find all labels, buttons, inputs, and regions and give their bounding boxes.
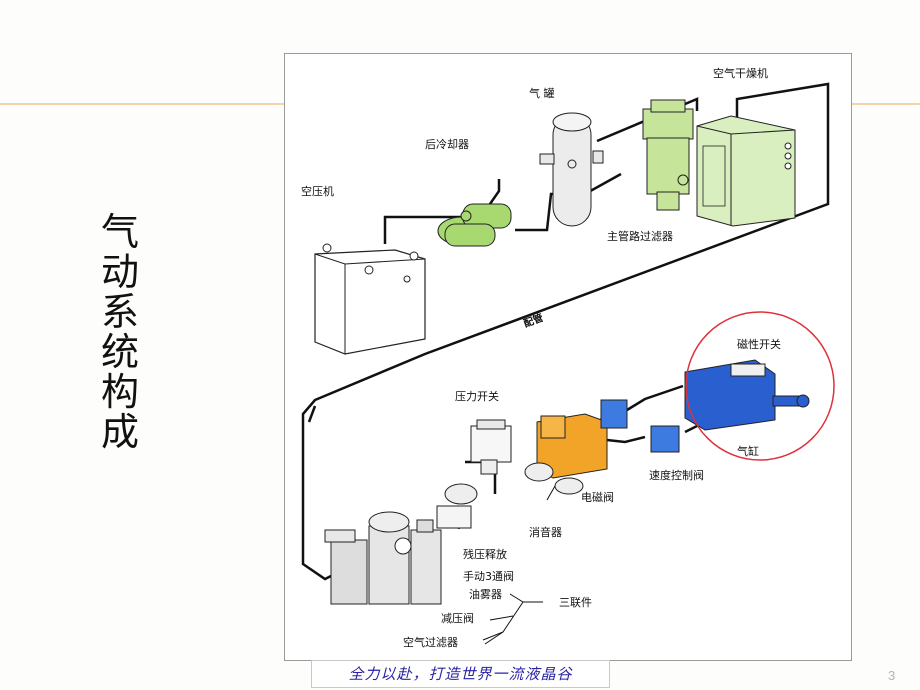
diagram-drawing <box>301 82 835 645</box>
label-aftercooler: 后冷却器 <box>425 138 469 151</box>
title-char: 成 <box>100 410 139 454</box>
page-number: 3 <box>888 668 896 683</box>
label-air-tank: 气 罐 <box>529 87 555 100</box>
cylinder-highlight-circle <box>685 311 835 461</box>
title-char: 动 <box>100 250 139 294</box>
air-dryer-unit <box>696 115 796 227</box>
label-magnetic-switch: 磁性开关 <box>737 338 781 351</box>
label-solenoid-valve: 电磁阀 <box>581 491 614 504</box>
cylinder-unit <box>684 359 810 431</box>
pneumatic-system-diagram: 空气干燥机 气 罐 后冷却器 空压机 主管路过滤器 配管 磁性开关 压力开关 气… <box>284 53 852 661</box>
label-cylinder: 气缸 <box>737 445 759 458</box>
title-char: 构 <box>100 370 139 414</box>
residual-pressure-valve <box>436 483 478 529</box>
title-char: 统 <box>100 330 139 374</box>
pressure-switch-unit <box>470 419 512 475</box>
solenoid-valve-unit <box>524 413 608 495</box>
aftercooler-unit <box>437 203 512 247</box>
label-speed-control-valve: 速度控制阀 <box>649 469 704 482</box>
label-pressure-switch: 压力开关 <box>455 390 499 403</box>
label-air-filter: 空气过滤器 <box>403 636 458 649</box>
speed-valve-upper <box>600 399 628 429</box>
air-tank-unit <box>539 112 604 227</box>
label-residual-release: 残压释放 <box>463 548 507 561</box>
speed-valve-lower <box>650 425 680 453</box>
label-frl-unit: 三联件 <box>559 596 592 609</box>
label-manual-3way-valve: 手动3通阀 <box>463 570 514 583</box>
label-silencer: 消音器 <box>529 526 562 539</box>
label-air-dryer: 空气干燥机 <box>713 67 768 80</box>
title-char: 气 <box>100 210 139 254</box>
label-compressor: 空压机 <box>301 185 334 198</box>
main-filter-unit <box>642 99 694 211</box>
slogan-banner: 全力以赴，打造世界一流液晶谷 <box>311 660 610 688</box>
label-lubricator: 油雾器 <box>469 588 502 601</box>
frl-unit <box>324 511 442 605</box>
compressor-unit <box>314 243 426 355</box>
piping-lines <box>301 82 830 581</box>
slide-title: 气 动 系 统 构 成 <box>96 212 144 452</box>
leader-lines <box>482 485 556 645</box>
label-main-filter: 主管路过滤器 <box>607 230 673 243</box>
title-char: 系 <box>100 290 139 334</box>
label-regulator: 减压阀 <box>441 612 474 625</box>
